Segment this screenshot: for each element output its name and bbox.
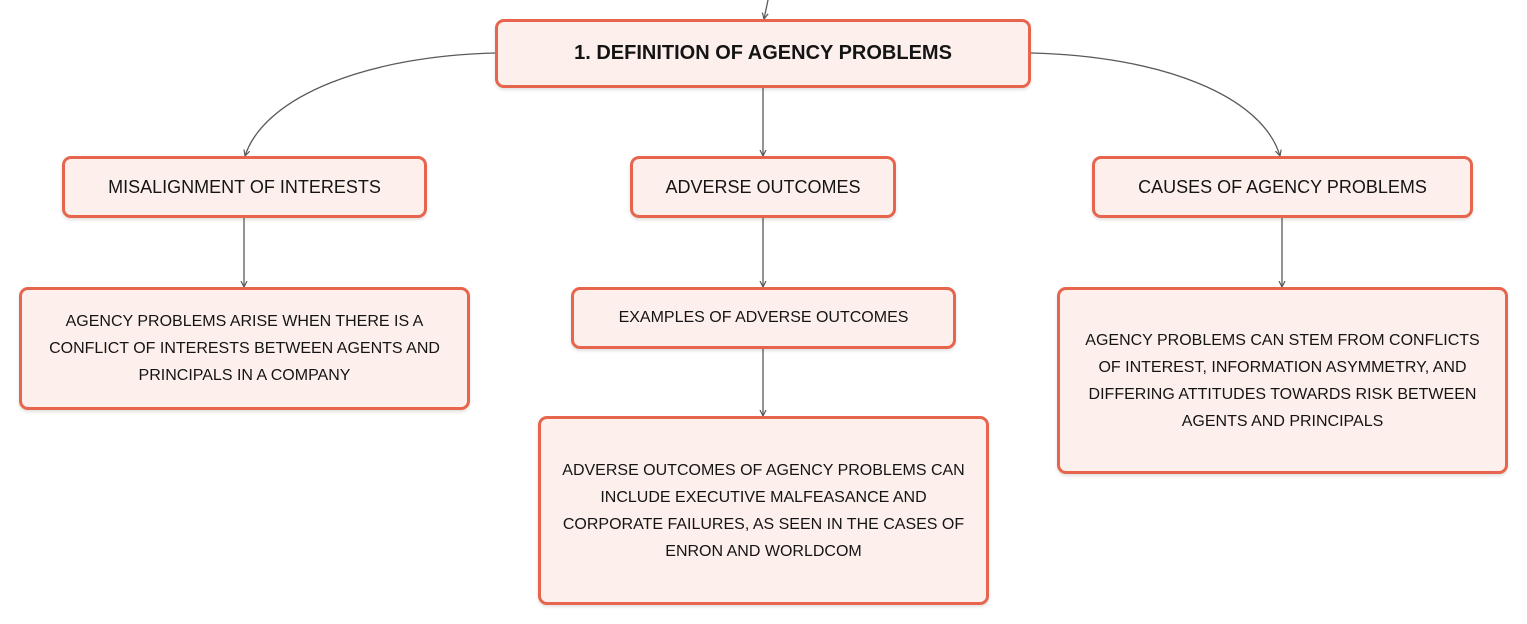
topic-misalignment-of-interests[interactable]: MISALIGNMENT OF INTERESTS <box>62 156 427 218</box>
topic-adverse-outcomes[interactable]: ADVERSE OUTCOMES <box>630 156 896 218</box>
topic-label: ADVERSE OUTCOMES <box>665 176 861 197</box>
topic-label: CAUSES OF AGENCY PROBLEMS <box>1138 176 1427 197</box>
topic-label: MISALIGNMENT OF INTERESTS <box>108 176 381 197</box>
detail-adverse-outcomes[interactable]: ADVERSE OUTCOMES OF AGENCY PROBLEMS CAN … <box>538 416 989 605</box>
connector-from-parent <box>764 0 768 19</box>
topic-causes-of-agency-problems[interactable]: CAUSES OF AGENCY PROBLEMS <box>1092 156 1473 218</box>
subtopic-label: EXAMPLES OF ADVERSE OUTCOMES <box>618 309 909 326</box>
subtopic-examples-of-adverse-outcomes[interactable]: EXAMPLES OF ADVERSE OUTCOMES <box>571 287 956 349</box>
detail-text: ADVERSE OUTCOMES OF AGENCY PROBLEMS CAN … <box>562 461 965 560</box>
detail-misalignment-of-interests[interactable]: AGENCY PROBLEMS ARISE WHEN THERE IS A CO… <box>19 287 470 410</box>
connector-root-to-causes <box>1030 52 1280 156</box>
connector-root-to-misalignment <box>245 52 496 156</box>
detail-causes-of-agency-problems[interactable]: AGENCY PROBLEMS CAN STEM FROM CONFLICTS … <box>1057 287 1508 474</box>
detail-text: AGENCY PROBLEMS ARISE WHEN THERE IS A CO… <box>49 313 440 384</box>
detail-text: AGENCY PROBLEMS CAN STEM FROM CONFLICTS … <box>1085 331 1480 430</box>
root-topic-node[interactable]: 1. DEFINITION OF AGENCY PROBLEMS <box>495 19 1031 88</box>
root-topic-label: 1. DEFINITION OF AGENCY PROBLEMS <box>574 42 952 64</box>
